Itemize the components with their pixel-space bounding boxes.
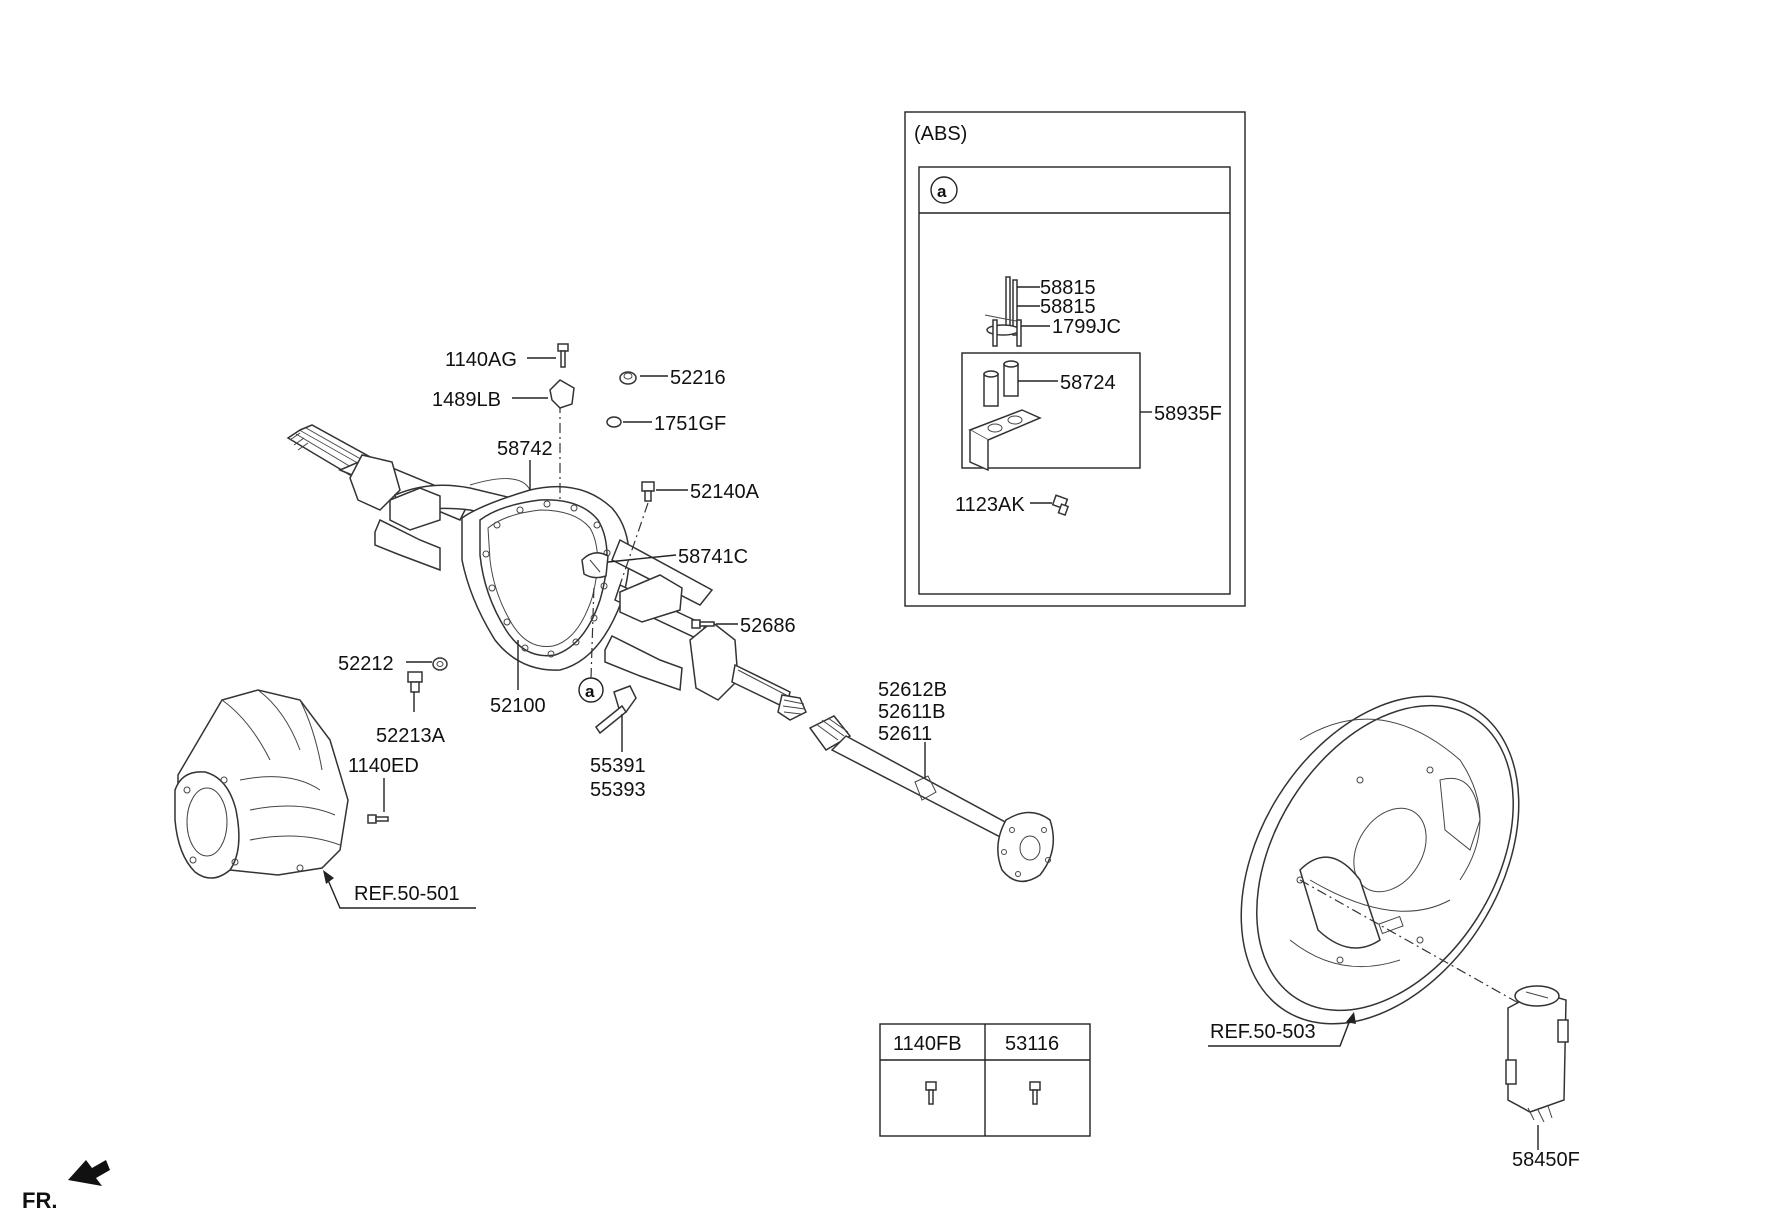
- front-arrow-icon: [68, 1160, 110, 1186]
- bolt-1140ed: [367, 814, 389, 824]
- label-55393: 55393: [590, 779, 646, 801]
- wheel-cylinder-58450f: [1505, 985, 1569, 1123]
- label-58724: 58724: [1060, 372, 1116, 394]
- washer-52212: [432, 657, 448, 671]
- callout-a-letter: a: [585, 682, 595, 701]
- bolt-1123ak: [1051, 494, 1070, 517]
- clip-1751gf: [606, 416, 622, 428]
- abs-inner-frame: [918, 166, 1231, 595]
- bolt-52686: [691, 619, 715, 629]
- front-label: FR.: [22, 1188, 57, 1211]
- label-52216: 52216: [670, 367, 726, 389]
- label-1799jc: 1799JC: [1052, 316, 1121, 338]
- ref-50-501: REF.50-501: [354, 883, 460, 905]
- label-52611b: 52611B: [878, 701, 945, 723]
- table-header-1140fb: 1140FB: [893, 1033, 962, 1055]
- label-55391: 55391: [590, 755, 646, 777]
- detail-a-letter: a: [937, 182, 947, 201]
- ref-50-503: REF.50-503: [1210, 1021, 1316, 1043]
- label-52140a: 52140A: [690, 481, 760, 503]
- breather-52140a: [641, 481, 655, 502]
- differential-carrier: [174, 689, 349, 879]
- detail-a-marker: [930, 176, 958, 204]
- label-58742: 58742: [497, 438, 553, 460]
- label-1489lb: 1489LB: [432, 389, 501, 411]
- label-1123ak: 1123AK: [955, 494, 1025, 516]
- label-52100: 52100: [490, 695, 546, 717]
- nut-52216: [619, 371, 637, 385]
- brake-backing-plate: [1240, 695, 1520, 1025]
- label-52612b: 52612B: [878, 679, 947, 701]
- table-header-53116: 53116: [1005, 1033, 1059, 1055]
- label-58815-top: 58815: [1040, 277, 1096, 299]
- axle-housing-52100: [286, 383, 807, 721]
- label-58935f: 58935F: [1154, 403, 1222, 425]
- label-58741c: 58741C: [678, 546, 748, 568]
- label-58815-bottom: 58815: [1040, 296, 1096, 318]
- bolt-53116-icon: [1029, 1081, 1041, 1105]
- clip-58741c: [581, 552, 609, 579]
- abs-outer-frame: [904, 111, 1246, 607]
- label-1751gf: 1751GF: [654, 413, 726, 435]
- abs-title: (ABS): [914, 123, 967, 145]
- label-1140ag: 1140AG: [445, 349, 517, 371]
- label-1140ed: 1140ED: [348, 755, 419, 777]
- front-direction-indicator: FR.: [22, 1160, 110, 1211]
- abs-inset: (ABS) a 58815 58815 1799JC: [904, 111, 1246, 607]
- abs-bracket-box: [961, 352, 1141, 469]
- bracket-55391: [594, 685, 637, 735]
- label-52212: 52212: [338, 653, 394, 675]
- label-52686: 52686: [740, 615, 796, 637]
- plug-52213a: [407, 671, 423, 693]
- label-52213a: 52213A: [376, 725, 446, 747]
- bolt-1140fb-icon: [925, 1081, 937, 1105]
- bracket-1489lb: [549, 379, 575, 409]
- abs-sensor-pins: [984, 276, 1023, 347]
- bolt-1140ag: [557, 343, 569, 368]
- axle-shaft: [808, 715, 1055, 883]
- label-52611: 52611: [878, 723, 932, 745]
- label-58450f: 58450F: [1512, 1149, 1580, 1171]
- abs-bracket: [968, 360, 1042, 472]
- fastener-table: 1140FB 53116: [879, 1023, 1091, 1137]
